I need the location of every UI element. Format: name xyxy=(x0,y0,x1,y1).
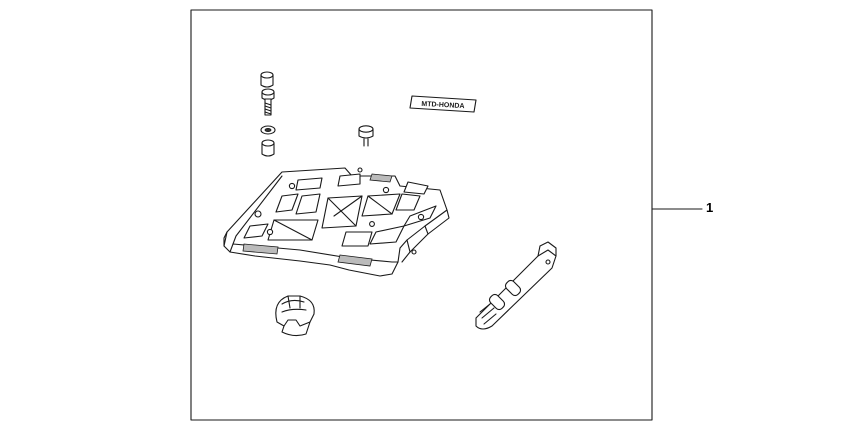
plate-front-slot-right xyxy=(337,254,373,267)
key-lever-part xyxy=(475,241,557,330)
decal-label: MTD-HONDA xyxy=(421,101,464,110)
knob-part xyxy=(358,125,374,147)
carrier-base-plate xyxy=(223,167,450,277)
plate-front-slot-left xyxy=(242,243,279,255)
decal-part: MTD-HONDA xyxy=(409,95,477,113)
collar-part xyxy=(260,71,274,88)
bolt-part xyxy=(261,88,275,116)
clamp-bracket-part xyxy=(275,295,315,337)
washer-part xyxy=(260,125,276,135)
diagram-frame xyxy=(190,9,653,421)
sleeve-part xyxy=(261,139,275,157)
callout-number-1: 1 xyxy=(706,200,714,215)
